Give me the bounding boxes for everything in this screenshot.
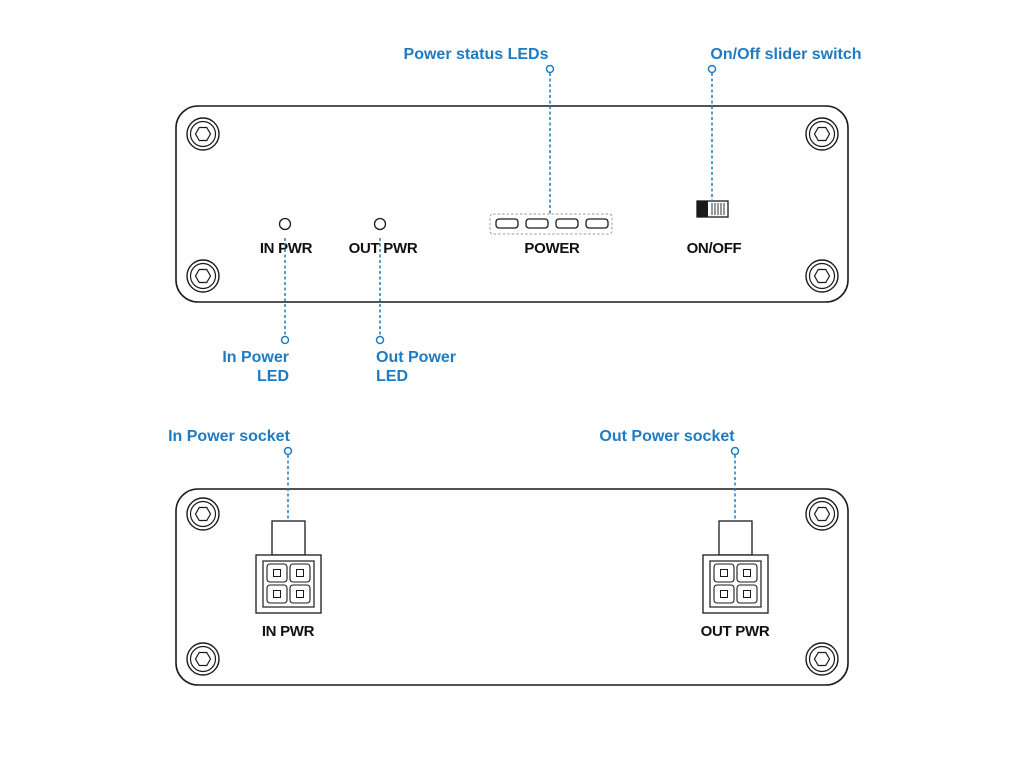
hex-screw-icon	[186, 497, 220, 531]
hex-screw-icon	[186, 642, 220, 676]
callout-power-status-leds: Power status LEDs	[404, 46, 549, 63]
callout-out-power-socket: Out Power socket	[599, 428, 735, 445]
out-power-socket-icon[interactable]	[702, 520, 769, 614]
hex-screw-icon	[805, 259, 839, 293]
hex-screw-icon	[805, 642, 839, 676]
hex-screw-icon	[805, 497, 839, 531]
leader-dot	[283, 446, 293, 456]
back-panel-body	[175, 488, 849, 686]
out-power-led-icon	[373, 217, 387, 231]
back-panel: IN PWR OUT PWR	[175, 488, 849, 686]
leader-dot	[280, 335, 290, 345]
leader-dot	[707, 64, 717, 74]
callout-in-power-led-line2: LED	[257, 368, 289, 385]
front-out-pwr-label: OUT PWR	[349, 240, 418, 257]
front-panel: IN PWR OUT PWR POWER ON/OFF	[175, 105, 849, 303]
on-off-label: ON/OFF	[687, 240, 742, 257]
in-power-led-icon	[278, 217, 292, 231]
power-label: POWER	[524, 240, 580, 257]
callout-out-power-led-line2: LED	[376, 368, 408, 385]
front-in-pwr-label: IN PWR	[260, 240, 313, 257]
callout-in-power-socket: In Power socket	[168, 428, 290, 445]
power-led-4-icon	[585, 218, 609, 229]
power-led-3-icon	[555, 218, 579, 229]
power-status-leds	[489, 213, 613, 235]
slider-switch-icon[interactable]	[696, 200, 729, 218]
leader-dot	[730, 446, 740, 456]
hex-screw-icon	[805, 117, 839, 151]
front-callout-leaders	[280, 64, 717, 345]
in-power-socket-icon[interactable]	[255, 520, 322, 614]
callout-on-off-slider-switch: On/Off slider switch	[710, 46, 861, 63]
callout-out-power-led-line1: Out Power	[376, 349, 456, 366]
back-callout-leaders	[283, 446, 740, 521]
leader-dot	[375, 335, 385, 345]
hex-screw-icon	[186, 117, 220, 151]
leader-dot	[545, 64, 555, 74]
hex-screw-icon	[186, 259, 220, 293]
power-led-1-icon	[495, 218, 519, 229]
back-in-pwr-label: IN PWR	[262, 623, 315, 640]
power-led-2-icon	[525, 218, 549, 229]
front-panel-body	[175, 105, 849, 303]
callout-in-power-led-line1: In Power	[222, 349, 289, 366]
back-out-pwr-label: OUT PWR	[701, 623, 770, 640]
